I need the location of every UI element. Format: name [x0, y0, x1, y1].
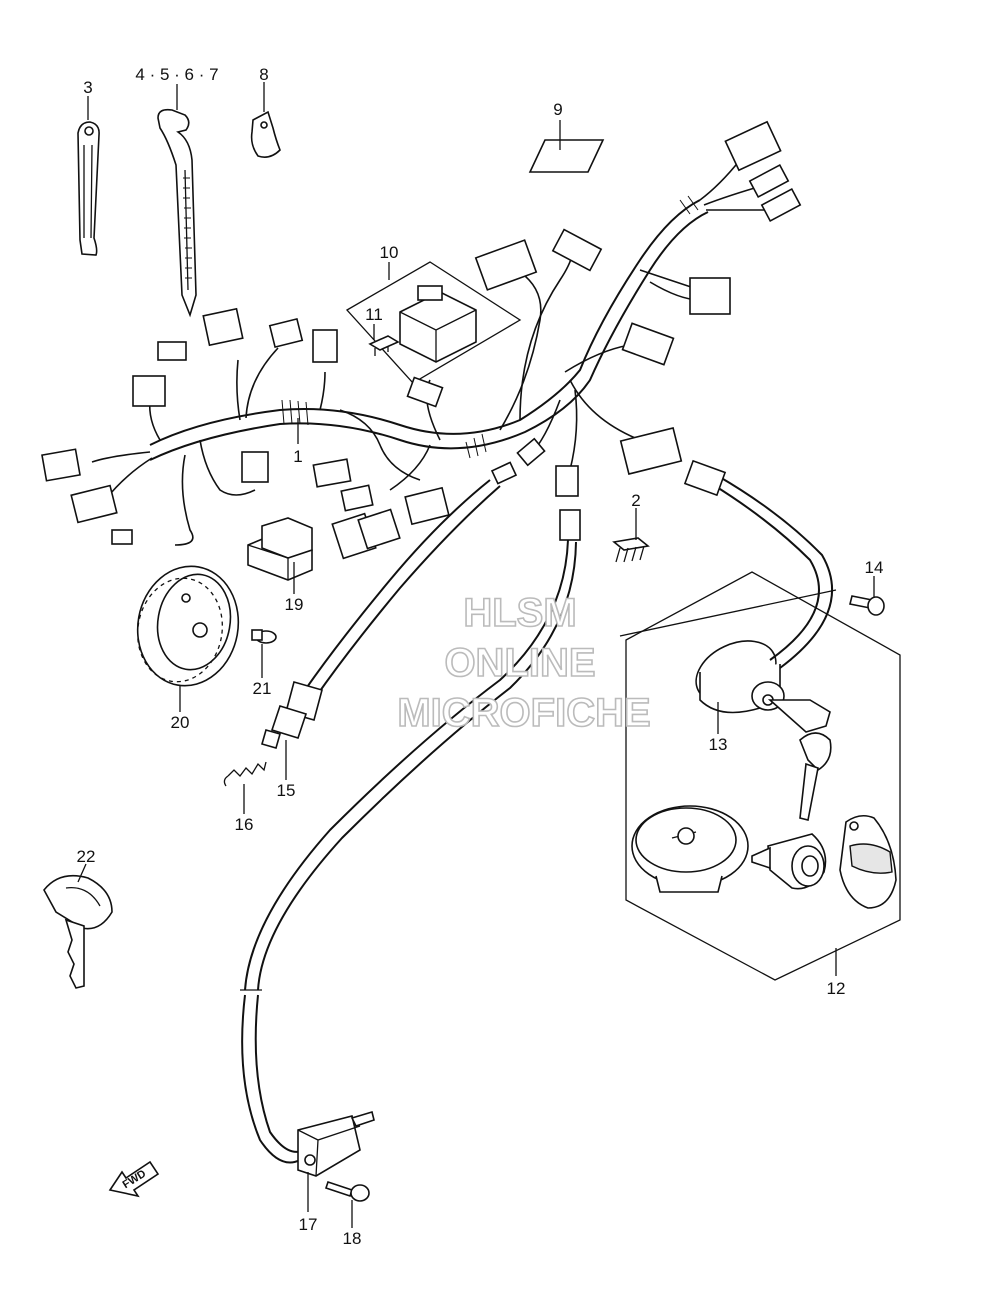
- relay-part-19: [247, 517, 313, 581]
- callout-12: 12: [827, 979, 846, 998]
- label-sticker-part-9: [528, 139, 605, 173]
- watermark-line2: ONLINE: [444, 641, 595, 685]
- rear-brake-switch-part-17: [297, 1110, 375, 1177]
- callout-18: 18: [343, 1229, 362, 1248]
- spring-part-16: [223, 761, 267, 787]
- key-part-22: [43, 874, 113, 989]
- fuel-cap-icon: [631, 805, 749, 893]
- connector-part-2: [612, 537, 650, 563]
- bolt-part-21: [251, 629, 277, 644]
- ignition-switch-cable: [683, 459, 834, 669]
- callout-21: 21: [253, 679, 272, 698]
- brake-switch-cable: [240, 479, 581, 1164]
- main-wiring-harness-part-1: [41, 120, 802, 560]
- callout-16: 16: [235, 815, 254, 834]
- callout-1: 1: [293, 447, 302, 466]
- callout-13: 13: [709, 735, 728, 754]
- watermark-line1: HLSM: [463, 591, 576, 635]
- leader-lines: [77, 82, 875, 1228]
- brake-switch-part-15: [261, 681, 323, 749]
- bolt-part-14: [849, 595, 885, 616]
- watermark-line3: MICROFICHE: [397, 691, 650, 735]
- callout-3: 3: [83, 78, 92, 97]
- callout-2: 2: [631, 491, 640, 510]
- relay-icon: [399, 285, 477, 363]
- cable-strap-part-3: [77, 121, 100, 256]
- callout-20: 20: [171, 713, 190, 732]
- callout-11: 11: [365, 305, 383, 324]
- watermark: HLSM ONLINE MICROFICHE: [397, 590, 652, 736]
- callout-9: 9: [553, 100, 562, 119]
- callout-17: 17: [299, 1215, 318, 1234]
- lock-set-box-part-12: [625, 571, 901, 981]
- callout-4-7: 4 · 5 · 6 · 7: [135, 65, 218, 84]
- callout-10: 10: [380, 243, 399, 262]
- ignition-switch-part-13: [695, 640, 832, 821]
- callout-15: 15: [277, 781, 296, 800]
- callout-19: 19: [285, 595, 304, 614]
- lock-cylinder-icon: [751, 833, 827, 890]
- relay-box-part-10: [345, 261, 522, 384]
- fuse-part-11: [368, 335, 400, 356]
- callout-8: 8: [259, 65, 268, 84]
- horn-part-20: [136, 565, 240, 687]
- fwd-arrow-icon: FWD: [108, 1160, 160, 1198]
- clamp-part-8: [250, 110, 281, 158]
- callout-14: 14: [865, 558, 884, 577]
- cable-clamp-part-4-7: [157, 108, 197, 318]
- callout-22: 22: [77, 847, 96, 866]
- lock-cover-icon: [839, 814, 897, 909]
- callout-labels: 3 4 · 5 · 6 · 7 8 9 10 11 1 2 19 21 20 1…: [77, 65, 884, 1248]
- bolt-part-18: [324, 1180, 370, 1202]
